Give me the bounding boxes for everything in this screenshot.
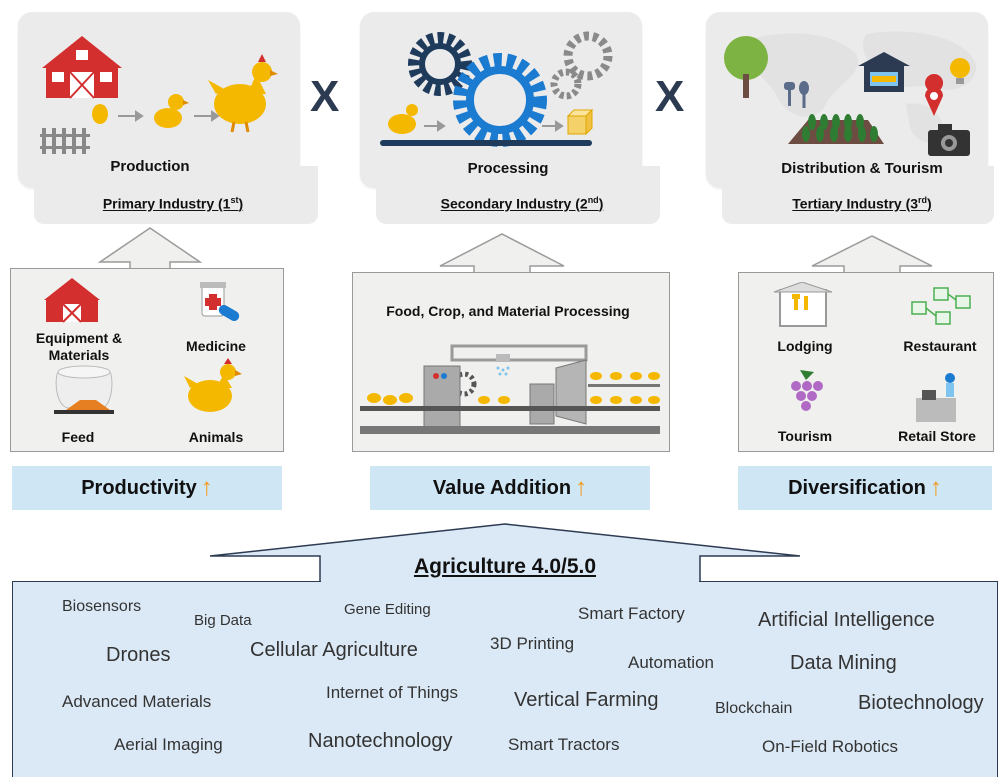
keyword-nanotechnology: Nanotechnology <box>308 730 453 752</box>
tree-icon <box>724 36 768 98</box>
camera-icon <box>928 124 970 156</box>
chicken-small-icon <box>388 104 418 134</box>
processing-panel-title: Food, Crop, and Material Processing <box>386 303 630 319</box>
multiply-icon-1: X <box>310 72 340 121</box>
diversification-bar: Diversification ↑ <box>738 466 992 510</box>
gear-navy-icon <box>408 32 472 96</box>
tertiary-panel-icons <box>773 282 971 422</box>
value-addition-label: Value Addition <box>432 476 572 499</box>
keyword-biotechnology: Biotechnology <box>858 692 984 714</box>
grapes-icon <box>791 370 823 411</box>
production-illustration <box>40 36 278 154</box>
egg-icon <box>92 104 108 124</box>
up-arrow-icon: ↑ <box>200 474 213 501</box>
medicine-icon <box>200 282 240 321</box>
lodging-icon <box>773 282 833 327</box>
medicine-label: Medicine <box>186 338 246 354</box>
keyword-biosensors: Biosensors <box>62 598 142 615</box>
barn-icon <box>42 36 122 99</box>
feed-label: Feed <box>61 429 95 445</box>
productivity-label: Productivity <box>81 476 197 499</box>
keyword-smart-tractors: Smart Tractors <box>508 735 620 754</box>
hen-icon <box>208 54 278 133</box>
restaurant-label: Restaurant <box>903 338 977 354</box>
agriculture-panel-join <box>321 580 699 584</box>
keyword-smart-factory: Smart Factory <box>578 604 685 623</box>
value-addition-bar: Value Addition ↑ <box>370 466 650 510</box>
keyword-blockchain: Blockchain <box>715 700 793 717</box>
keyword-internet-of-things: Internet of Things <box>326 683 458 702</box>
restaurant-network-icon <box>911 287 971 325</box>
up-arrow-icon: ↑ <box>575 474 588 501</box>
fence-icon <box>40 128 90 154</box>
tertiary-card-footer <box>722 166 994 224</box>
keyword-vertical-farming: Vertical Farming <box>514 689 659 711</box>
stage-label-distribution: Distribution & Tourism <box>781 160 943 177</box>
processing-illustration <box>380 31 613 147</box>
processing-line-illustration <box>360 344 660 434</box>
productivity-bar: Productivity ↑ <box>12 466 282 510</box>
bulb-icon <box>950 58 970 84</box>
chick-icon <box>154 94 189 128</box>
feed-bowl-icon <box>54 365 114 414</box>
industry-label-tertiary: Tertiary Industry (3rd) <box>792 195 932 212</box>
primary-panel-icons <box>44 278 242 414</box>
lodge-icon <box>858 52 910 92</box>
keyword-aerial-imaging: Aerial Imaging <box>114 735 223 754</box>
stage-label-production: Production <box>110 158 190 175</box>
keyword-data-mining: Data Mining <box>790 652 897 674</box>
location-pin-icon <box>925 74 944 116</box>
industry-label-secondary: Secondary Industry (2nd) <box>440 195 604 212</box>
gear-blue-icon <box>453 53 547 147</box>
lodging-label: Lodging <box>777 338 833 354</box>
hen-small-icon <box>184 358 242 412</box>
diversification-label: Diversification <box>788 476 926 499</box>
gear-gray-icon <box>550 31 613 100</box>
keyword-3d-printing: 3D Printing <box>490 634 575 653</box>
keyword-advanced-materials: Advanced Materials <box>62 692 212 711</box>
keyword-artificial-intelligence: Artificial Intelligence <box>758 609 935 631</box>
secondary-card-footer <box>376 166 660 224</box>
agriculture-panel <box>12 581 998 777</box>
agriculture-title: Agriculture 4.0/5.0 <box>413 555 597 578</box>
box-icon <box>566 108 594 136</box>
processing-panel <box>352 272 670 452</box>
barn-small-icon <box>44 278 100 323</box>
multiply-icon-2: X <box>655 72 685 121</box>
agriculture-arrow <box>209 523 801 583</box>
distribution-illustration <box>724 31 977 156</box>
equipment-label: Equipment &Materials <box>35 330 123 363</box>
crop-field-icon <box>788 114 884 144</box>
animals-label: Animals <box>188 429 244 445</box>
primary-card-footer <box>34 166 318 224</box>
sprinkler-icon <box>496 354 510 362</box>
retail-store-icon <box>916 373 956 422</box>
stage-label-processing: Processing <box>467 160 549 177</box>
keyword-on-field-robotics: On-Field Robotics <box>762 737 899 756</box>
chicken-row-icon <box>367 372 660 405</box>
fork-spoon-icon <box>784 81 809 108</box>
keyword-gene-editing: Gene Editing <box>344 601 431 618</box>
keyword-big-data: Big Data <box>194 612 252 629</box>
industry-label-primary: Primary Industry (1st) <box>102 195 244 212</box>
keyword-cellular-agriculture: Cellular Agriculture <box>250 639 418 661</box>
conveyor-icon <box>380 140 592 146</box>
tourism-label: Tourism <box>777 428 833 444</box>
retail-store-label: Retail Store <box>898 428 976 444</box>
keyword-automation: Automation <box>628 653 714 672</box>
up-arrow-icon: ↑ <box>929 474 942 501</box>
keyword-drones: Drones <box>106 644 171 666</box>
